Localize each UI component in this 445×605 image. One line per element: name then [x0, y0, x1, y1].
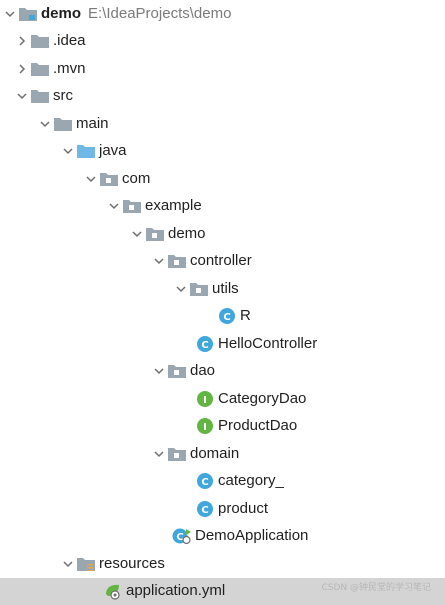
tree-node-dao[interactable]: dao: [0, 358, 445, 386]
tree-node-label: resources: [99, 554, 165, 574]
module-folder-icon: [18, 5, 38, 23]
svg-text:C: C: [223, 312, 230, 323]
package-icon: [145, 225, 165, 243]
tree-node-label: domain: [190, 444, 239, 464]
folder-icon: [53, 115, 73, 133]
tree-node-label: CategoryDao: [218, 389, 306, 409]
interface-icon: I: [195, 417, 215, 435]
folder-icon: [30, 60, 50, 78]
tree-node-controller[interactable]: controller: [0, 248, 445, 276]
package-icon: [167, 362, 187, 380]
tree-node-demo-application[interactable]: C DemoApplication: [0, 523, 445, 551]
tree-node-label: example: [145, 196, 202, 216]
tree-node-utils[interactable]: utils: [0, 275, 445, 303]
svg-text:I: I: [203, 395, 207, 406]
tree-node-label: demo: [41, 4, 81, 24]
tree-node-com[interactable]: com: [0, 165, 445, 193]
svg-text:I: I: [203, 422, 207, 433]
package-icon: [167, 445, 187, 463]
chevron-down-icon[interactable]: [151, 363, 167, 379]
package-icon: [167, 252, 187, 270]
package-icon: [99, 170, 119, 188]
package-icon: [122, 197, 142, 215]
tree-node-mvn[interactable]: .mvn: [0, 55, 445, 83]
tree-node-label: product: [218, 499, 268, 519]
tree-node-label: java: [99, 141, 127, 161]
svg-text:C: C: [201, 505, 208, 516]
chevron-down-icon[interactable]: [37, 116, 53, 132]
tree-node-product-dao[interactable]: I ProductDao: [0, 413, 445, 441]
tree-node-label: ProductDao: [218, 416, 297, 436]
svg-text:C: C: [176, 532, 183, 543]
tree-node-label: application.yml: [126, 581, 225, 601]
tree-node-demo-package[interactable]: demo: [0, 220, 445, 248]
folder-icon: [30, 32, 50, 50]
interface-icon: I: [195, 390, 215, 408]
project-path: E:\IdeaProjects\demo: [88, 4, 231, 24]
tree-node-src[interactable]: src: [0, 83, 445, 111]
tree-node-label: controller: [190, 251, 252, 271]
tree-node-label: category_: [218, 471, 284, 491]
folder-icon: [30, 87, 50, 105]
tree-node-category-dao[interactable]: I CategoryDao: [0, 385, 445, 413]
tree-node-label: HelloController: [218, 334, 317, 354]
watermark: CSDN @钟民堂的学习笔记: [321, 580, 431, 593]
chevron-down-icon[interactable]: [151, 446, 167, 462]
tree-node-r-class[interactable]: C R: [0, 303, 445, 331]
chevron-right-icon[interactable]: [14, 61, 30, 77]
tree-node-category-class[interactable]: C category_: [0, 468, 445, 496]
class-icon: C: [195, 335, 215, 353]
chevron-down-icon[interactable]: [173, 281, 189, 297]
chevron-right-icon[interactable]: [14, 33, 30, 49]
tree-node-label: dao: [190, 361, 215, 381]
chevron-down-icon[interactable]: [106, 198, 122, 214]
chevron-down-icon[interactable]: [60, 556, 76, 572]
chevron-down-icon[interactable]: [60, 143, 76, 159]
tree-node-label: demo: [168, 224, 206, 244]
tree-node-label: DemoApplication: [195, 526, 308, 546]
chevron-down-icon[interactable]: [2, 6, 18, 22]
class-icon: C: [195, 500, 215, 518]
resources-folder-icon: [76, 555, 96, 573]
chevron-down-icon[interactable]: [129, 226, 145, 242]
tree-node-label: com: [122, 169, 150, 189]
svg-text:C: C: [201, 477, 208, 488]
tree-node-java[interactable]: java: [0, 138, 445, 166]
tree-node-label: .idea: [53, 31, 86, 51]
tree-node-label: R: [240, 306, 251, 326]
tree-node-domain[interactable]: domain: [0, 440, 445, 468]
tree-node-product-class[interactable]: C product: [0, 495, 445, 523]
tree-node-idea[interactable]: .idea: [0, 28, 445, 56]
tree-node-resources[interactable]: resources: [0, 550, 445, 578]
svg-text:C: C: [201, 340, 208, 351]
chevron-down-icon[interactable]: [83, 171, 99, 187]
tree-node-label: main: [76, 114, 109, 134]
tree-node-demo-root[interactable]: demo E:\IdeaProjects\demo: [0, 0, 445, 28]
tree-node-example[interactable]: example: [0, 193, 445, 221]
source-folder-icon: [76, 142, 96, 160]
yaml-config-icon: [103, 582, 123, 600]
package-icon: [189, 280, 209, 298]
tree-node-label: src: [53, 86, 73, 106]
class-icon: C: [217, 307, 237, 325]
tree-node-label: .mvn: [53, 59, 86, 79]
chevron-down-icon[interactable]: [151, 253, 167, 269]
tree-node-label: utils: [212, 279, 239, 299]
chevron-down-icon[interactable]: [14, 88, 30, 104]
tree-node-hello-controller[interactable]: C HelloController: [0, 330, 445, 358]
spring-boot-class-icon: C: [172, 527, 192, 545]
tree-node-main[interactable]: main: [0, 110, 445, 138]
class-icon: C: [195, 472, 215, 490]
